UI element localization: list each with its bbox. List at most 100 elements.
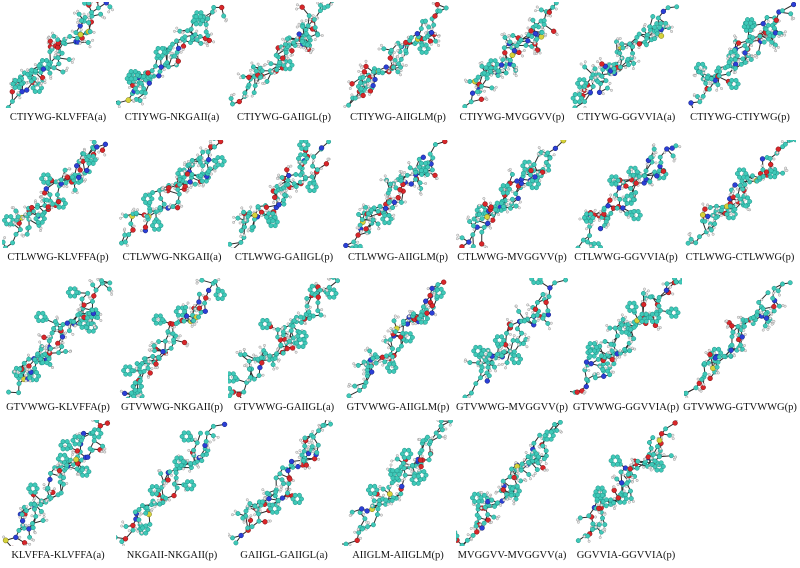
atom-h — [71, 191, 75, 195]
atom-c — [238, 239, 244, 245]
atom-h — [507, 67, 511, 71]
atom-h — [521, 54, 524, 58]
atom-h — [320, 34, 324, 37]
atom-c — [595, 79, 601, 85]
atom-c — [306, 13, 312, 19]
structure-panel — [228, 140, 340, 258]
atom-c — [572, 105, 578, 108]
atom-c — [395, 69, 401, 75]
atom-c — [545, 150, 551, 156]
atom-c — [614, 205, 620, 211]
atom-h — [477, 203, 481, 207]
atom-h — [88, 45, 92, 49]
atom-c — [358, 86, 364, 92]
atom-h — [290, 186, 294, 190]
atom-c — [708, 76, 714, 82]
atom-h — [329, 2, 333, 6]
atom-h — [585, 227, 588, 231]
atom-c — [729, 77, 735, 83]
atom-h — [62, 184, 66, 188]
atom-h — [3, 236, 7, 240]
atom-h — [230, 93, 234, 97]
atom-h — [174, 62, 178, 66]
atom-c — [128, 69, 134, 74]
atom-o — [349, 81, 355, 87]
atom-h — [377, 47, 381, 51]
atom-c — [603, 78, 609, 84]
atom-c — [252, 83, 258, 89]
atom-c — [580, 237, 586, 243]
atom-h — [21, 234, 25, 238]
atom-h — [403, 170, 406, 174]
atom-h — [598, 65, 602, 69]
atom-h — [136, 208, 140, 212]
atom-c — [630, 172, 636, 178]
atom-h — [582, 88, 586, 92]
structure-panel — [342, 140, 454, 258]
atom-h — [173, 29, 176, 33]
atom-c — [423, 42, 429, 48]
atom-h — [240, 206, 244, 210]
atom-h — [210, 32, 213, 36]
atom-h — [579, 62, 583, 66]
atom-h — [535, 5, 539, 9]
atom-c — [2, 245, 8, 248]
atom-c — [432, 142, 438, 147]
atom-c — [530, 17, 536, 23]
atom-c — [657, 154, 663, 160]
atom-c — [430, 155, 436, 161]
atom-h — [703, 67, 706, 71]
atom-c — [588, 211, 594, 217]
atom-c — [203, 22, 209, 28]
atom-n — [103, 2, 109, 6]
atom-h — [365, 232, 369, 236]
atom-c — [39, 58, 45, 63]
atom-h — [702, 77, 706, 81]
atom-h — [526, 26, 530, 30]
atom-c — [194, 37, 200, 43]
atom-c — [641, 27, 647, 33]
atom-h — [289, 164, 293, 168]
atom-c — [249, 224, 255, 230]
atom-h — [238, 221, 242, 225]
atom-h — [326, 157, 330, 161]
atom-c — [34, 204, 40, 210]
atom-c — [228, 96, 234, 101]
atom-c — [489, 85, 495, 91]
atom-c — [122, 239, 128, 245]
atom-c — [197, 14, 203, 20]
atom-h — [43, 78, 47, 82]
atom-c — [2, 239, 6, 245]
atom-o — [55, 199, 62, 205]
atom-h — [297, 43, 301, 47]
atom-c — [175, 187, 181, 193]
atom-h — [180, 204, 184, 208]
atom-c — [577, 77, 583, 83]
atom-h — [505, 210, 509, 214]
atom-h — [311, 14, 315, 18]
atom-h — [368, 220, 372, 224]
atom-c — [198, 40, 204, 46]
atom-c — [270, 218, 276, 224]
atom-c — [142, 90, 148, 96]
atom-h — [596, 60, 599, 64]
molecule-structure — [116, 4, 228, 108]
atom-h — [347, 80, 351, 84]
structure-caption: CTIYWG-AIIGLM(p) — [350, 112, 446, 123]
structure-panel — [684, 2, 796, 120]
atom-c — [769, 39, 775, 45]
atom-h — [120, 212, 124, 216]
atom-h — [43, 81, 47, 85]
atom-h — [368, 226, 372, 230]
atom-h — [295, 36, 299, 40]
atom-c — [15, 214, 21, 220]
atom-c — [494, 200, 500, 206]
atom-c — [657, 25, 662, 30]
atom-c — [161, 49, 167, 55]
structure-panel — [684, 140, 796, 258]
atom-c — [651, 146, 657, 152]
atom-c — [313, 184, 319, 190]
atom-c — [492, 58, 498, 64]
atom-c — [702, 218, 708, 224]
